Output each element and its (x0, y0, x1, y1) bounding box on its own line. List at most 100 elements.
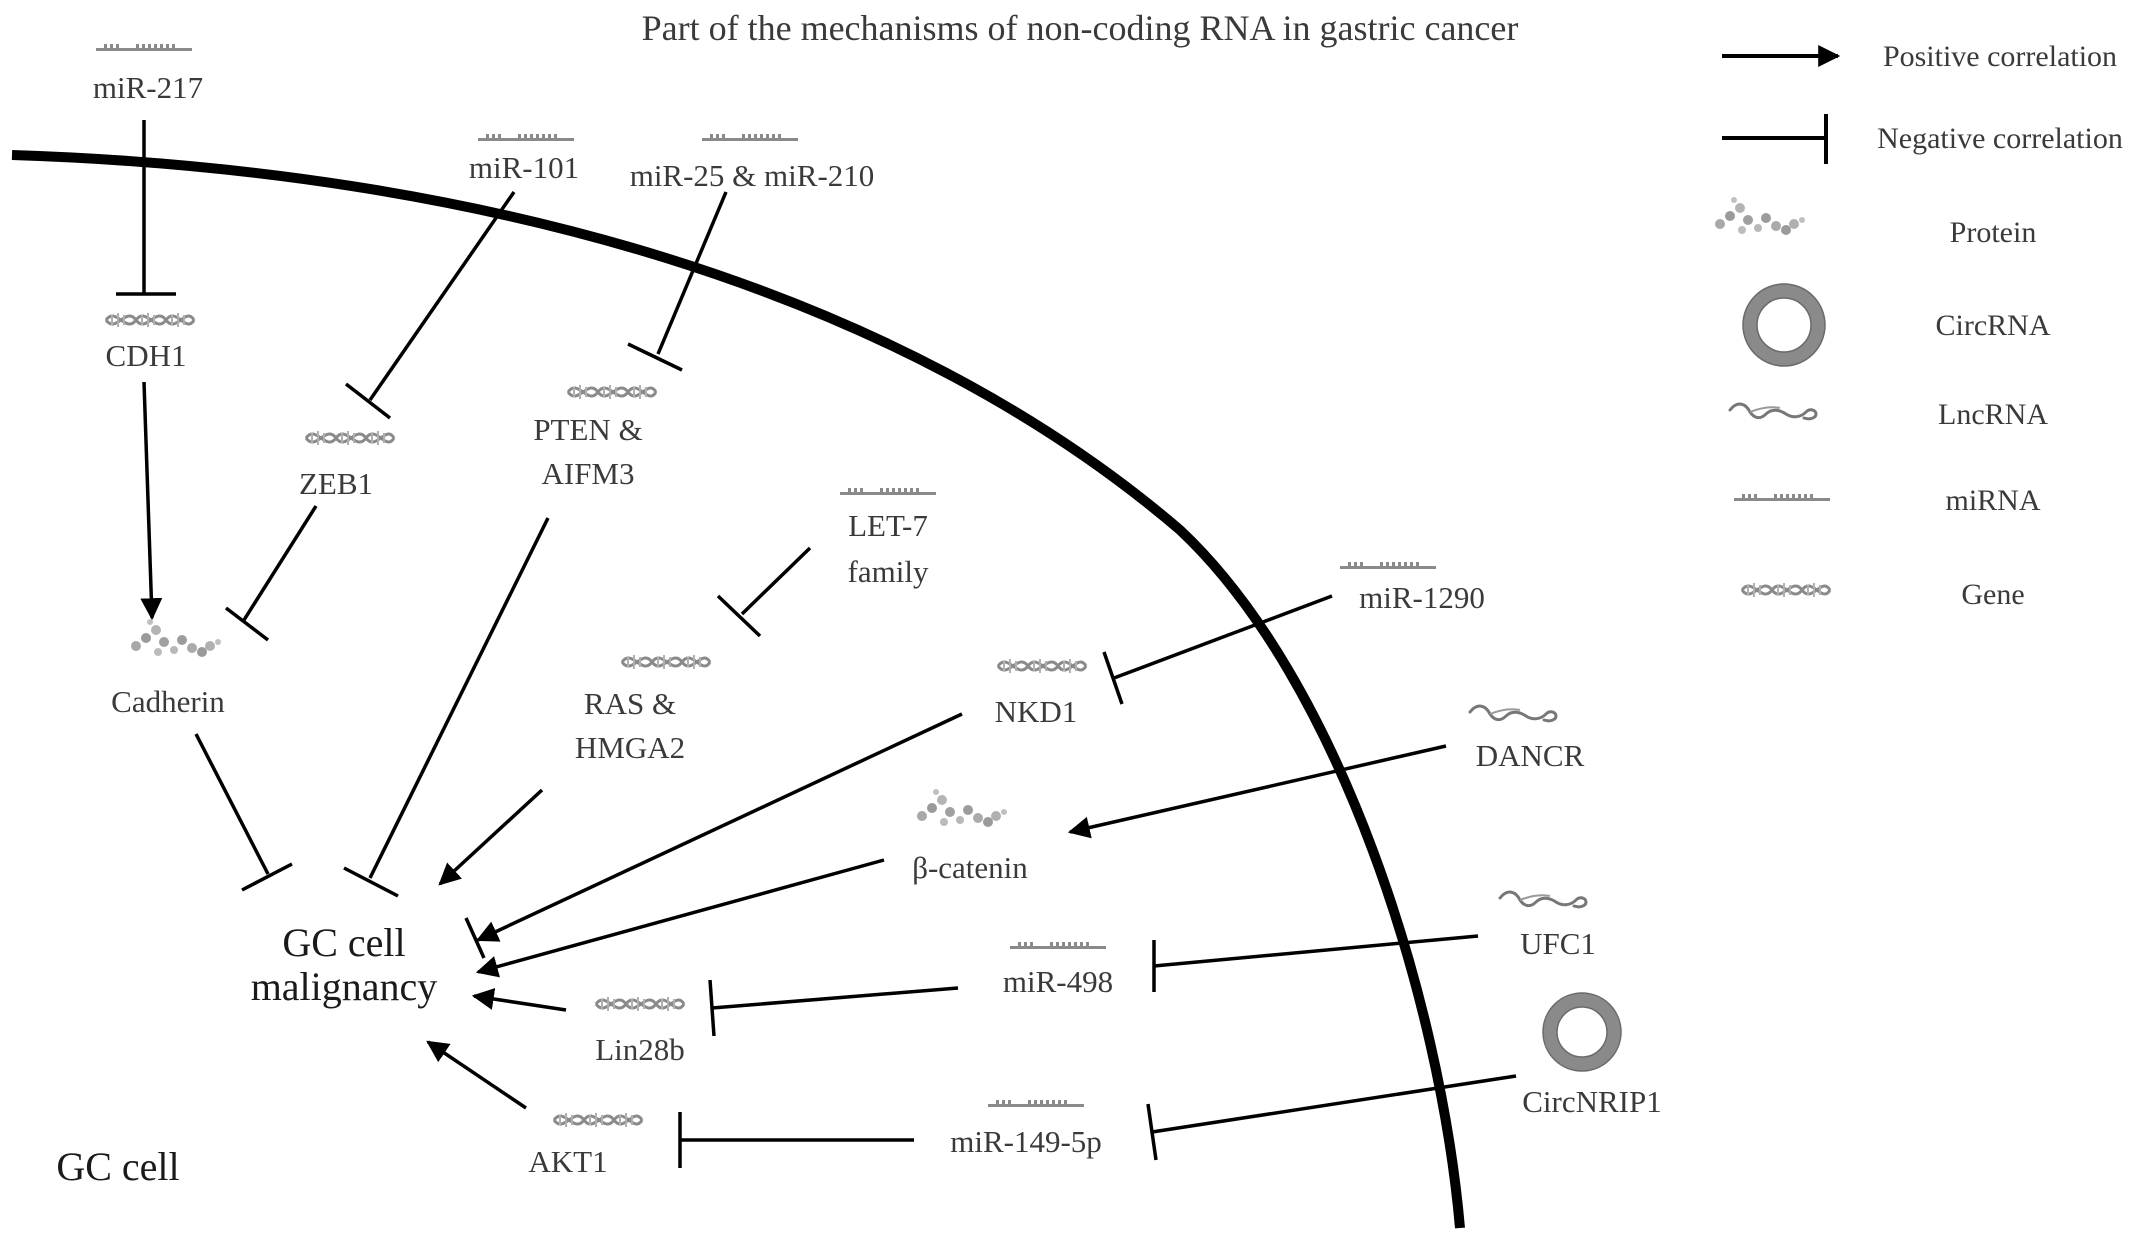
node-label: NKD1 (995, 694, 1078, 729)
node-label-line1: LET-7 (848, 508, 928, 543)
edge-circnrip1-mir149-bar (1146, 1103, 1158, 1161)
node-let7-family: LET-7 family (840, 488, 936, 589)
node-label-line1: PTEN & (533, 412, 642, 447)
edge-zeb1-cadherin (242, 505, 318, 621)
node-label: miR-149-5p (950, 1124, 1102, 1159)
node-mir1290: miR-1290 (1340, 562, 1485, 615)
diagram-title: Part of the mechanisms of non-coding RNA… (642, 8, 1519, 48)
node-label: miR-101 (469, 150, 579, 185)
node-dancr: DANCR (1468, 704, 1585, 773)
legend-positive-label: Positive correlation (1883, 40, 2117, 73)
edge-nkd1-malignancy (476, 712, 963, 942)
node-label: miR-1290 (1359, 580, 1485, 615)
legend-negative-label: Negative correlation (1877, 122, 2123, 155)
node-label: CircNRIP1 (1522, 1084, 1662, 1119)
node-gc-cell-malignancy: GC cell malignancy (251, 920, 438, 1009)
node-mir498: miR-498 (1003, 942, 1113, 999)
node-label: AKT1 (528, 1144, 607, 1179)
gene-icon (620, 653, 712, 671)
node-cadherin: Cadherin (111, 619, 225, 719)
edge-cadherin-malignancy (194, 733, 270, 875)
node-mir217: miR-217 (93, 44, 203, 105)
mirna-icon (1340, 562, 1436, 569)
node-mir149-5p: miR-149-5p (950, 1100, 1102, 1159)
edge-let7-ras-bar (716, 594, 762, 638)
gene-icon (552, 1111, 644, 1129)
node-bcatenin: β-catenin (912, 789, 1028, 885)
edge-cdh1-cadherin (140, 381, 163, 621)
edge-cadherin-malignancy-bar (241, 862, 293, 892)
node-ufc1: UFC1 (1498, 890, 1596, 961)
edge-mir1290-nkd1 (1113, 594, 1333, 680)
node-label-line2: AIFM3 (541, 456, 634, 491)
legend-circrna-label: CircRNA (1936, 309, 2051, 342)
edge-akt1-malignancy (426, 1040, 527, 1110)
gene-icon (594, 995, 686, 1013)
node-label: β-catenin (912, 850, 1028, 885)
node-zeb1: ZEB1 (299, 429, 396, 501)
gene-icon (996, 657, 1088, 675)
node-label-line2: HMGA2 (575, 730, 685, 765)
cell-membrane (11, 150, 1465, 1229)
mirna-icon (702, 134, 798, 141)
node-label: miR-217 (93, 70, 203, 105)
node-label: CDH1 (106, 338, 187, 373)
node-label: miR-25 & miR-210 (630, 158, 875, 193)
node-label-line2: family (848, 554, 929, 589)
legend-mirna-icon (1734, 494, 1830, 501)
legend-protein-icon (1715, 197, 1805, 235)
legend-protein-label: Protein (1950, 216, 2037, 249)
edge-ras-malignancy (438, 788, 544, 886)
edge-dancr-bcatenin (1067, 744, 1447, 839)
mirna-icon (840, 488, 936, 495)
gene-icon (104, 311, 196, 329)
node-cdh1: CDH1 (104, 311, 196, 373)
mirna-icon (988, 1100, 1084, 1107)
node-label-line1: RAS & (584, 686, 676, 721)
node-mir101: miR-101 (469, 134, 579, 185)
node-pten-aifm3: PTEN & AIFM3 (533, 383, 658, 491)
target-label-line2: malignancy (251, 964, 438, 1009)
legend: Positive correlation Negative correlatio… (1715, 40, 2123, 611)
target-label-line1: GC cell (282, 920, 405, 965)
edge-bcatenin-malignancy (475, 858, 885, 978)
node-label: UFC1 (1520, 926, 1596, 961)
edges (116, 120, 1517, 1168)
edge-lin28b-malignancy (471, 988, 567, 1012)
legend-gene-icon (1740, 581, 1832, 599)
node-nkd1: NKD1 (995, 657, 1088, 729)
edge-mir25-pten (656, 191, 728, 355)
edge-mir101-zeb1-bar (344, 382, 392, 420)
legend-circrna-icon (1742, 283, 1826, 367)
edge-pten-malignancy-bar (343, 866, 399, 898)
legend-mirna-label: miRNA (1945, 484, 2040, 517)
edge-mir101-zeb1 (368, 191, 516, 401)
gene-icon (566, 383, 658, 401)
node-circnrip1: CircNRIP1 (1522, 992, 1662, 1119)
node-lin28b: Lin28b (594, 995, 686, 1067)
legend-lncrna-icon (1728, 402, 1818, 421)
edge-pten-malignancy (368, 517, 550, 879)
node-label: ZEB1 (299, 466, 373, 501)
edge-ufc1-mir498 (1153, 934, 1479, 968)
edge-circnrip1-mir149 (1151, 1074, 1517, 1134)
edge-mir25-pten-bar (627, 342, 683, 372)
edge-malignancy-bracket (464, 917, 486, 959)
edge-zeb1-cadherin-bar (224, 606, 270, 642)
edge-mir1290-nkd1-bar (1102, 651, 1124, 705)
mirna-icon (96, 44, 192, 51)
lncrna-icon (1498, 890, 1588, 909)
protein-icon (917, 789, 1007, 827)
node-label: DANCR (1476, 738, 1585, 773)
lncrna-icon (1468, 704, 1558, 723)
legend-gene-label: Gene (1961, 578, 2024, 611)
circrna-icon (1542, 992, 1622, 1072)
legend-lncrna-label: LncRNA (1938, 398, 2048, 431)
node-ras-hmga2: RAS & HMGA2 (575, 653, 712, 765)
node-label: miR-498 (1003, 964, 1113, 999)
gene-icon (304, 429, 396, 447)
edge-mir498-lin28b-bar (708, 979, 716, 1037)
mirna-icon (478, 134, 574, 141)
cell-label: GC cell (56, 1144, 179, 1189)
